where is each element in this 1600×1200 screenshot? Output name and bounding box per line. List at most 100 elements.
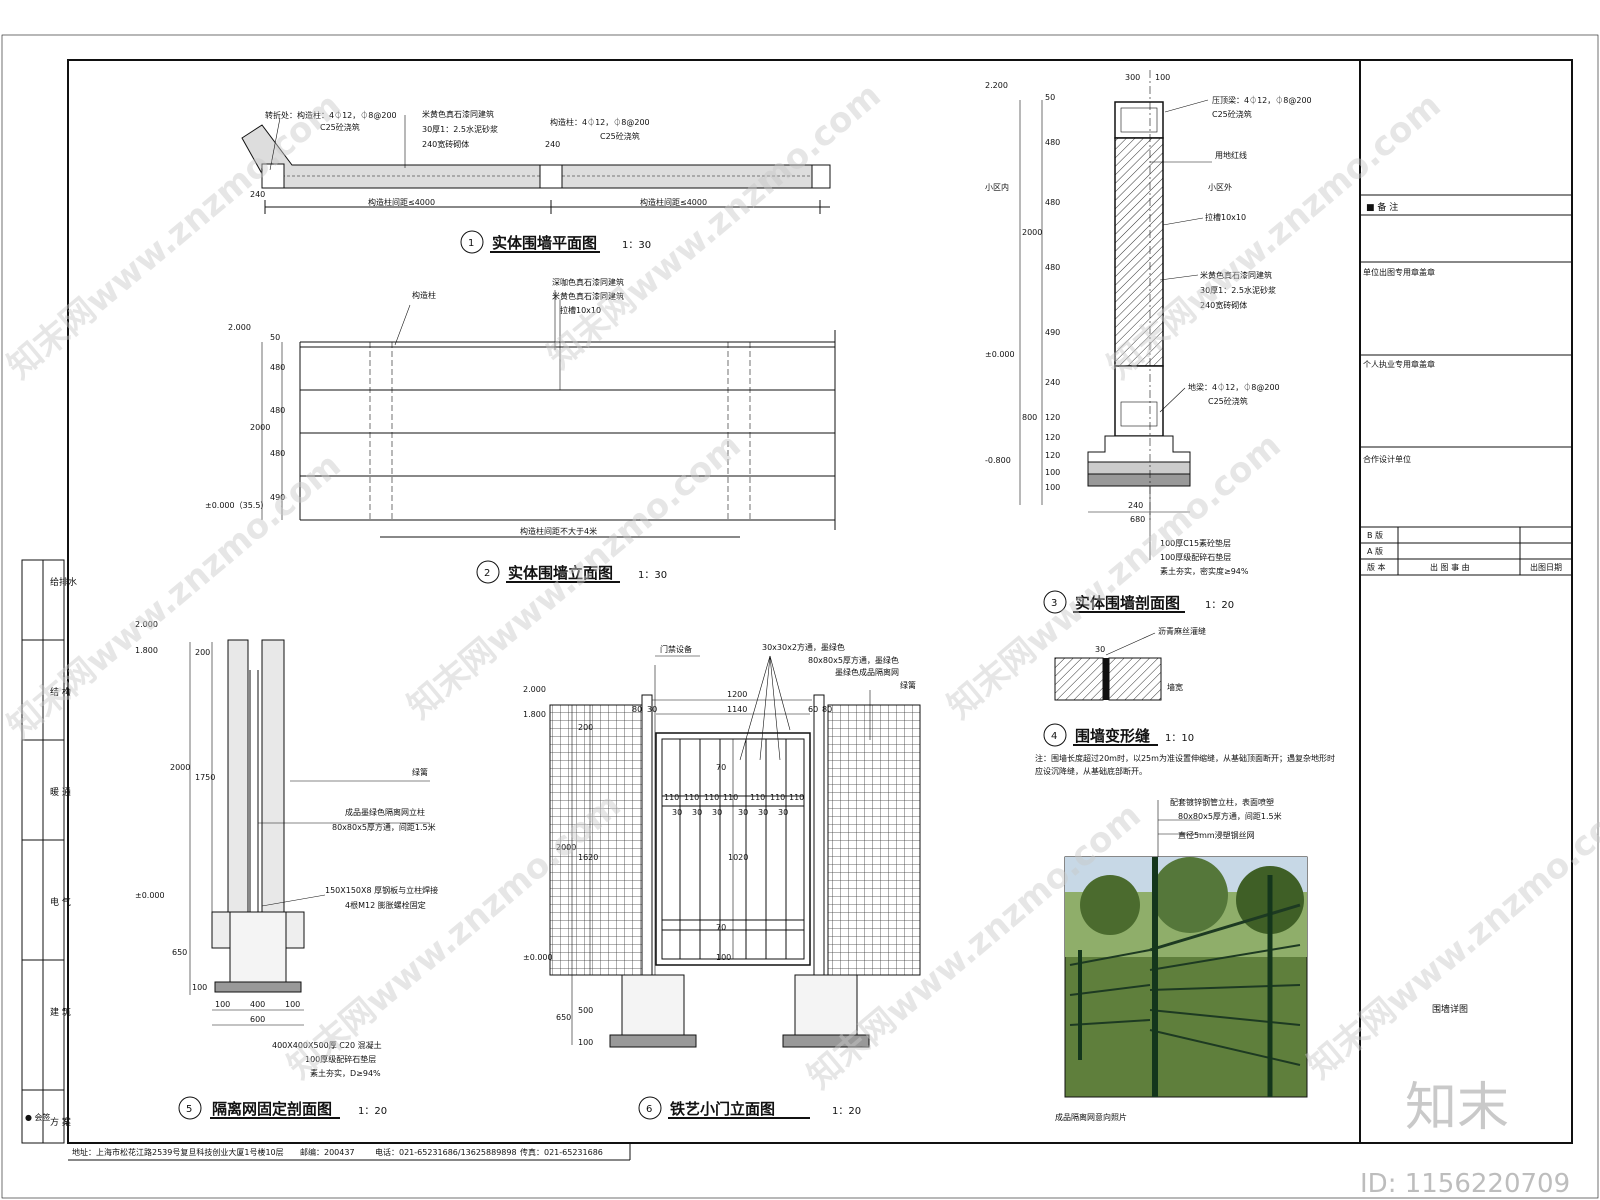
- d2-dim-50: 50: [270, 333, 280, 342]
- d6-dim-110-5: 110: [750, 793, 765, 802]
- d6-dim-110-1: 110: [664, 793, 679, 802]
- d1-scale: 1：30: [622, 240, 651, 251]
- d3-note-cap-beam: 压顶梁：4⏀12，⏀8@200: [1212, 95, 1312, 105]
- d6-dim-110-3: 110: [704, 793, 719, 802]
- d6-dim-500: 500: [578, 1006, 593, 1015]
- d2-dim-spacing: 构造柱间距不大于4米: [520, 526, 597, 536]
- d2-dim-480c: 480: [270, 449, 285, 458]
- d1-note-brick: 240宽砖砌体: [422, 139, 469, 149]
- d3-title: 实体围墙剖面图: [1075, 594, 1180, 612]
- d6-title: 铁艺小门立面图: [670, 1100, 775, 1118]
- d5-dim-2000: 2000: [170, 763, 190, 772]
- drawing-2-elevation: 2.000 ±0.000（35.5） 50 480 480 480 490 20…: [205, 277, 836, 584]
- d1-dim-spacing-b: 构造柱间距≤4000: [640, 197, 707, 207]
- d4-scale: 1：10: [1165, 733, 1194, 744]
- d3-dim-300: 300: [1125, 73, 1140, 82]
- photo-note-post: 配套镀锌钢管立柱，表面喷塑: [1170, 797, 1274, 807]
- d5-dim-200: 200: [195, 648, 210, 657]
- d6-dim-110-2: 110: [684, 793, 699, 802]
- d3-scale: 1：20: [1205, 600, 1234, 611]
- d6-note-tube80: 80x80x5厚方通，墨绿色: [808, 655, 899, 665]
- d6-dim-650: 650: [556, 1013, 571, 1022]
- d4-dim-30: 30: [1095, 645, 1105, 654]
- d2-scale: 1：30: [638, 570, 667, 581]
- footer-address: 地址：上海市松花江路2539号复旦科技创业大厦1号楼10层: [72, 1147, 284, 1157]
- d3-dim-490: 490: [1045, 328, 1060, 337]
- issue-date-label: 出图日期: [1530, 562, 1562, 572]
- d3-dim-120a: 120: [1045, 413, 1060, 422]
- d6-dim-110-7: 110: [789, 793, 804, 802]
- d6-note-tube30: 30x30x2方通，墨绿色: [762, 642, 845, 652]
- d1-note-corner: 转折处：构造柱：4⏀12，⏀8@200: [265, 110, 397, 120]
- watermark-5: 知末网www.znzmo.com: [400, 425, 749, 727]
- d6-level-zero: ±0.000: [523, 953, 553, 962]
- d3-note-c25-a: C25砼浇筑: [1212, 109, 1252, 119]
- d6-dim-110-4: 110: [723, 793, 738, 802]
- d3-dim-120b: 120: [1045, 433, 1060, 442]
- d6-dim-200: 200: [578, 723, 593, 732]
- d3-note-ground-beam: 地梁：4⏀12，⏀8@200: [1188, 382, 1280, 392]
- drawing-6-gate-elevation: 1200 1140 80 30 60 80 200 2000 1020 1620…: [523, 642, 921, 1120]
- drawing-3-section: 2.200 ±0.000 -0.800 300 100 50 480 480 4…: [985, 70, 1312, 614]
- d3-note-paint: 米黄色真石漆同建筑: [1200, 270, 1272, 280]
- d6-dim-70a: 70: [716, 763, 726, 772]
- title-block: ■ 备 注 单位出图专用章盖章 个人执业专用章盖章 合作设计单位 B 版 A 版…: [1360, 194, 1572, 1015]
- d3-dim-2000: 2000: [1022, 228, 1042, 237]
- d2-dim-480a: 480: [270, 363, 285, 372]
- d5-level-top: 2.000: [135, 620, 158, 629]
- d3-level-top: 2.200: [985, 81, 1008, 90]
- d2-level-top: 2.000: [228, 323, 251, 332]
- d6-dim-30-1: 30: [672, 808, 682, 817]
- d6-dim-80b: 80: [822, 705, 832, 714]
- watermark-4: 知末网www.znzmo.com: [0, 445, 349, 747]
- d5-dim-1750: 1750: [195, 773, 215, 782]
- d6-dim-80a: 80: [632, 705, 642, 714]
- drawing-4-joint: 30 沥青麻丝灌缝 墙宽 4 围墙变形缝 1：10 注：围墙长度超过20m时，以…: [1035, 626, 1335, 776]
- unit-seal-label: 单位出图专用章盖章: [1363, 267, 1435, 277]
- brand-logo: 知末: [1405, 1078, 1509, 1138]
- cooperate-label: 合作设计单位: [1363, 454, 1411, 464]
- strip-label-scheme: 方 案: [50, 1116, 71, 1128]
- d5-note-hedge: 绿篱: [412, 767, 428, 777]
- d6-dim-30-2: 30: [692, 808, 702, 817]
- d4-title: 围墙变形缝: [1075, 727, 1150, 745]
- d3-note-brick: 240宽砖砌体: [1200, 300, 1247, 310]
- d3-dim-480a: 480: [1045, 138, 1060, 147]
- d6-dim-70b: 70: [716, 923, 726, 932]
- d1-note-mortar: 30厚1：2.5水泥砂浆: [422, 124, 498, 134]
- d6-dim-30-3: 30: [712, 808, 722, 817]
- d2-title: 实体围墙立面图: [508, 564, 613, 582]
- d3-dim-100b: 100: [1045, 483, 1060, 492]
- d6-dim-30-4: 30: [738, 808, 748, 817]
- d6-dim-30-6: 30: [778, 808, 788, 817]
- photo-caption: 成品隔离网意向照片: [1055, 1112, 1127, 1122]
- d2-note-groove: 拉槽10x10: [560, 305, 601, 315]
- d5-note-plate: 150X150X8 厚钢板与立柱焊接: [325, 885, 438, 895]
- d5-title: 隔离网固定剖面图: [212, 1100, 332, 1118]
- d4-note-width: 墙宽: [1167, 682, 1183, 692]
- strip-label-plumbing: 给排水: [50, 576, 77, 588]
- d1-dim-240: 240: [545, 140, 560, 149]
- d5-scale: 1：20: [358, 1106, 387, 1117]
- d6-dim-1140: 1140: [727, 705, 747, 714]
- d2-dim-490: 490: [270, 493, 285, 502]
- d6-dim-60: 60: [808, 705, 818, 714]
- d3-dim-50: 50: [1045, 93, 1055, 102]
- d3-note-soil: 素土夯实，密实度≥94%: [1160, 566, 1249, 576]
- d3-level-bottom: -0.800: [985, 456, 1011, 465]
- fence-photo: 配套镀锌钢管立柱，表面喷塑 80x80x5厚方通，间距1.5米 直径5mm浸塑钢…: [1055, 797, 1308, 1122]
- d4-remark: 注：围墙长度超过20m时，以25m为准设置伸缩缝，从基础顶面断开；遇复杂地形时应…: [1035, 754, 1335, 776]
- d3-dim-480b: 480: [1045, 198, 1060, 207]
- d6-dim-30-5: 30: [758, 808, 768, 817]
- remarks-label: ■ 备 注: [1366, 201, 1398, 213]
- drawing-5-fence-section: 2.000 1.800 ±0.000 200 1750 2000 650 100…: [135, 620, 438, 1120]
- d3-note-gravel: 100厚级配碎石垫层: [1160, 552, 1231, 562]
- d6-level-top: 2.000: [523, 685, 546, 694]
- d3-dim-240-base: 240: [1128, 501, 1143, 510]
- rev-a-label: A 版: [1367, 546, 1383, 556]
- watermark-9: 知末网www.znzmo.com: [1300, 785, 1600, 1087]
- d3-dim-480c: 480: [1045, 263, 1060, 272]
- d3-dim-100a: 100: [1045, 468, 1060, 477]
- footer-phone: 电话：021-65231686/13625889898: [375, 1147, 517, 1157]
- footer-postcode: 邮编：200437: [300, 1147, 355, 1157]
